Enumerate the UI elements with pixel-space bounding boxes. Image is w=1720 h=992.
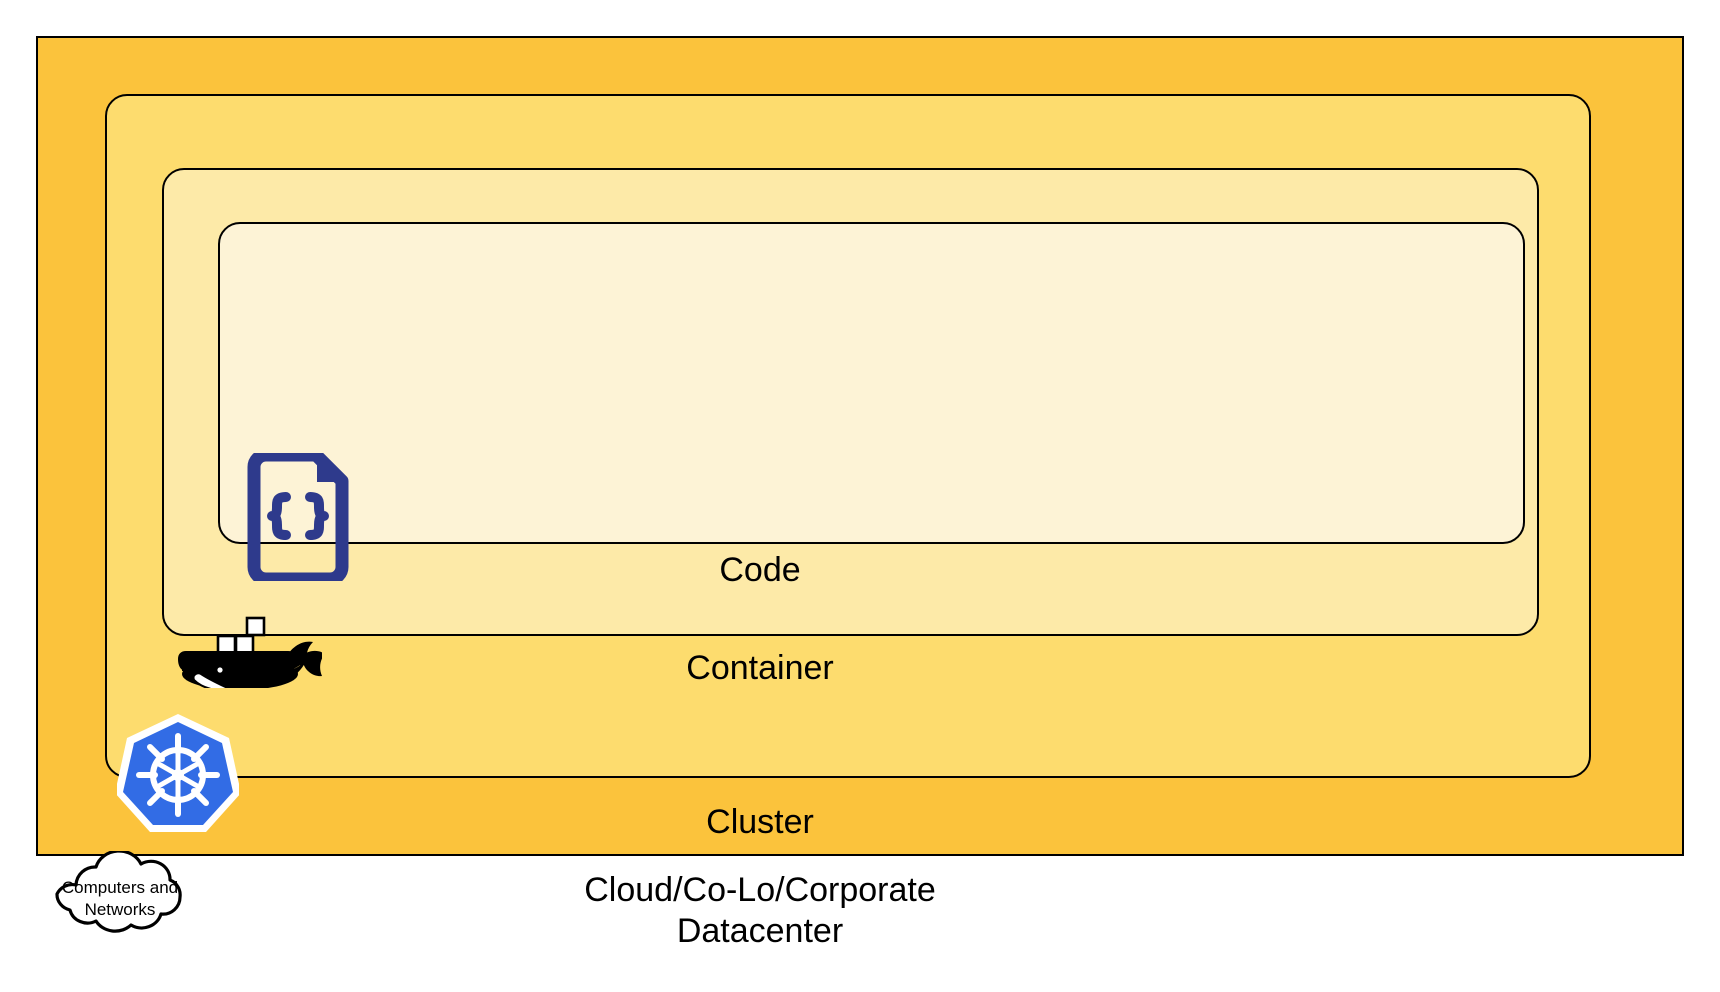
docker-whale-icon	[172, 598, 325, 692]
kubernetes-icon	[115, 712, 241, 834]
layer-label-code: Code	[719, 551, 801, 589]
layer-code[interactable]	[218, 222, 1525, 544]
layer-label-datacenter: Cloud/Co-Lo/Corporate Datacenter	[584, 871, 936, 950]
code-file-icon	[240, 448, 356, 586]
layer-label-cluster: Cluster	[706, 803, 814, 841]
cloud-callout-shape[interactable]	[40, 849, 200, 947]
layer-label-container: Container	[686, 649, 834, 687]
